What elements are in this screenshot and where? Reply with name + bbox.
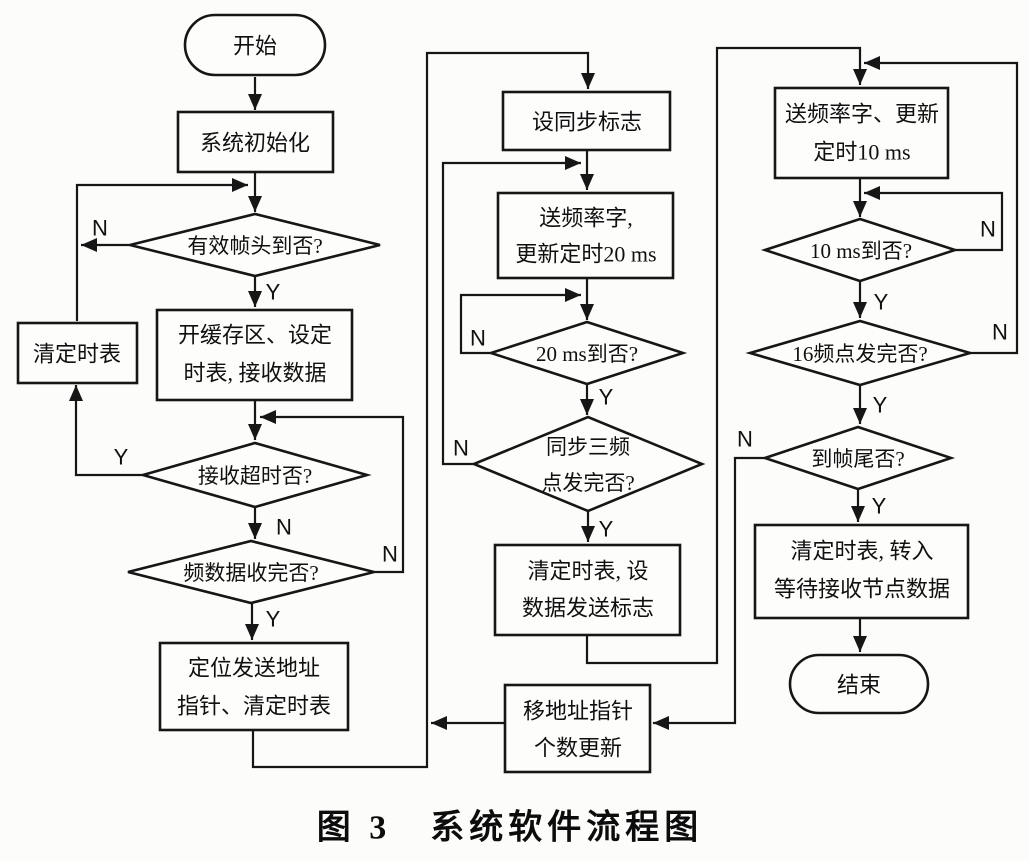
send-freq-word-10-label-line1: 送频率字、更新 [785,102,939,127]
edge-clear-timer-return [75,178,248,321]
edge-locate-to-sync-flag-trunk [251,51,595,769]
edge-sync3-no-loop [441,156,581,466]
sync-3-freq-done-label-line2: 点发完否? [541,471,634,495]
move-pointer-label-line1: 移地址指针 [523,699,633,724]
branch-labels: N Y Y N N Y N Y N Y N Y N Y N Y [92,216,1008,632]
timeout-no-label: N [276,515,292,540]
node-sync-3-freq-done: 同步三频 点发完否? [470,415,706,513]
move-pointer-label-line2: 个数更新 [534,736,622,761]
clear-timer-wait-label-line1: 清定时表, 转入 [790,539,933,564]
sync3-yes-label: Y [599,517,614,542]
node-set-sync-flag: 设同步标志 [501,90,672,152]
locate-address-label-line2: 指针、清定时表 [177,694,331,719]
clear-timer-label: 清定时表 [33,342,121,367]
frame-end-label: 到帧尾否? [811,447,904,471]
node-timer-10-done: 10 ms到否? [760,217,960,283]
node-freq-16-done: 16频点发完否? [745,319,975,387]
node-freq-data-done: 频数据收完否? [127,539,375,605]
freq-data-no-label: N [382,542,398,567]
timer-20-done-shape [486,320,688,386]
open-buffer-label-line1: 开缓存区、设定 [178,323,332,348]
frame-end-no-label: N [737,427,753,452]
move-pointer-shape [503,683,652,774]
edge-frame-end-no [653,456,765,730]
node-clear-timer: 清定时表 [16,321,139,385]
timer-10-done-label: 10 ms到否? [810,239,912,263]
edge-clearset-to-send10-trunk [585,46,867,665]
send-freq-word-10-label-line2: 定时10 ms [813,140,910,165]
clear-timer-set-send-label-line1: 清定时表, 设 [527,559,648,584]
edge-timer20-no-loop [459,288,581,355]
send-freq-word-20-label-line2: 更新定时20 ms [515,242,656,267]
set-sync-flag-shape [501,90,672,152]
node-move-pointer: 移地址指针 个数更新 [503,683,652,774]
clear-timer-shape [16,321,139,385]
valid-frame-header-shape [129,212,381,278]
edge-timer10-no-loop [864,186,1004,252]
freq-data-done-shape [127,539,375,605]
start-terminal-shape [183,13,327,77]
clear-timer-set-send-shape [493,543,682,637]
node-locate-address: 定位发送地址 指针、清定时表 [158,641,350,732]
edge-freq-data-no-loop [260,410,405,574]
freq16-yes-label: Y [873,393,888,418]
node-open-buffer: 开缓存区、设定 时表, 接收数据 [155,308,354,402]
node-start: 开始 [183,13,327,77]
sync-3-freq-done-shape [470,415,706,513]
edge-timeout-yes [69,385,143,477]
freq-16-done-shape [745,319,975,387]
timer-20-done-label: 20 ms到否? [536,342,638,366]
frame-header-yes-label: Y [266,280,281,305]
timer10-no-label: N [980,217,996,242]
sync3-no-label: N [453,436,469,461]
set-sync-flag-label: 设同步标志 [532,110,642,135]
node-clear-timer-wait: 清定时表, 转入 等待接收节点数据 [753,523,970,620]
freq-data-done-label: 频数据收完否? [183,561,318,585]
send-freq-word-10-shape [773,86,950,180]
node-end: 结束 [788,653,930,715]
node-valid-frame-header: 有效帧头到否? [129,212,381,278]
locate-address-label-line1: 定位发送地址 [188,656,320,681]
frame-end-shape [760,425,956,491]
start-label: 开始 [233,34,277,59]
freq-data-yes-label: Y [266,607,281,632]
timer20-yes-label: Y [599,385,614,410]
node-frame-end: 到帧尾否? [760,425,956,491]
timer10-yes-label: Y [874,290,889,315]
frame-end-yes-label: Y [872,494,887,519]
clear-timer-set-send-label-line2: 数据发送标志 [522,596,654,621]
system-init-shape [176,110,335,174]
open-buffer-shape [155,308,354,402]
timeout-yes-label: Y [114,445,129,470]
node-system-init: 系统初始化 [176,110,335,174]
end-terminal-shape [788,653,930,715]
system-init-label: 系统初始化 [200,131,310,156]
clear-timer-wait-shape [753,523,970,620]
timer-10-done-shape [760,217,960,283]
receive-timeout-label: 接收超时否? [198,464,312,488]
timer20-no-label: N [470,326,486,351]
receive-timeout-shape [138,441,372,509]
connectors [69,46,1019,769]
send-freq-word-20-shape [496,191,675,280]
freq16-no-label: N [992,320,1008,345]
node-send-freq-word-10: 送频率字、更新 定时10 ms [773,86,950,180]
node-send-freq-word-20: 送频率字, 更新定时20 ms [496,191,675,280]
valid-frame-header-label: 有效帧头到否? [187,234,322,258]
edge-freq16-no-loop [864,56,1019,355]
open-buffer-label-line2: 时表, 接收数据 [183,361,326,386]
node-clear-timer-set-send: 清定时表, 设 数据发送标志 [493,543,682,637]
end-label: 结束 [837,673,881,698]
freq-16-done-label: 16频点发完否? [792,342,927,366]
figure-caption: 图 3 系统软件流程图 [317,809,704,847]
locate-address-shape [158,641,350,732]
frame-header-no-label: N [92,216,108,241]
node-receive-timeout: 接收超时否? [138,441,372,509]
node-timer-20-done: 20 ms到否? [486,320,688,386]
send-freq-word-20-label-line1: 送频率字, [539,206,633,231]
sync-3-freq-done-label-line1: 同步三频 [546,435,630,459]
clear-timer-wait-label-line2: 等待接收节点数据 [774,577,950,602]
